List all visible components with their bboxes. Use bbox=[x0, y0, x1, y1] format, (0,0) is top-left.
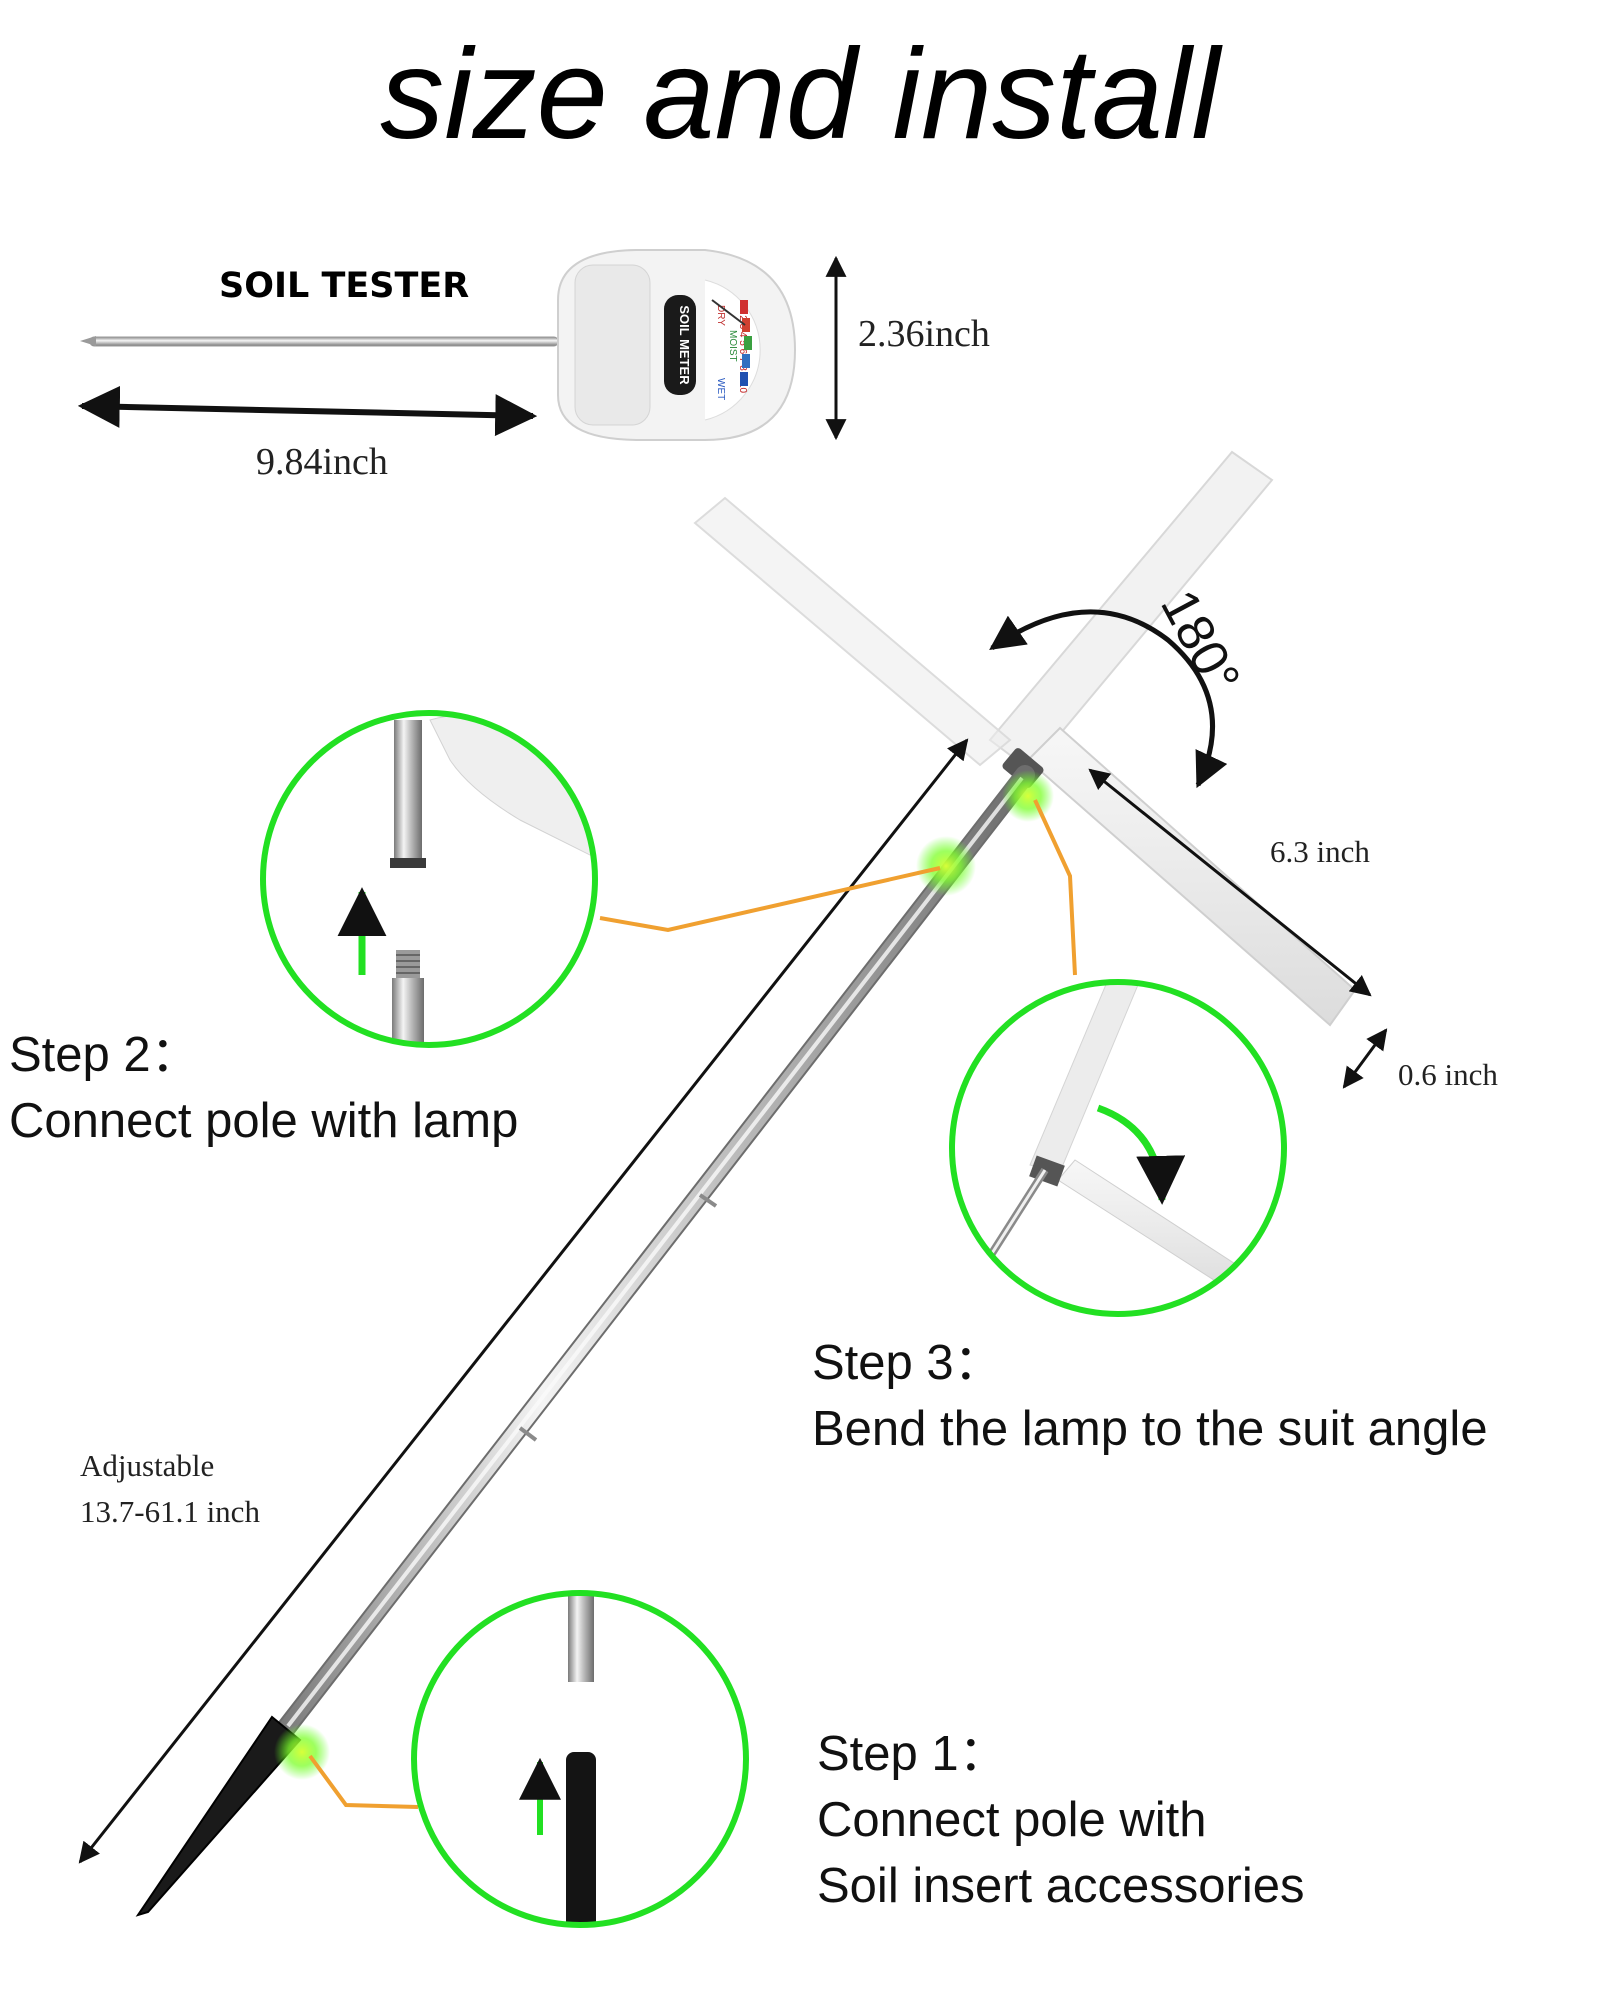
connector-step3 bbox=[1033, 799, 1077, 976]
scale-moist: MOIST bbox=[727, 330, 738, 362]
scale-numbers: 1 2 3 4 5 6 7 8 9 10 bbox=[737, 307, 748, 394]
telescopic-pole bbox=[273, 765, 1035, 1742]
step1-text: Step 1： Connect pole with Soil insert ac… bbox=[817, 1721, 1304, 1919]
step1-detail-circle bbox=[411, 1590, 749, 1928]
adjustable-range: 13.7-61.1 inch bbox=[80, 1494, 260, 1529]
step1-line2: Soil insert accessories bbox=[817, 1859, 1305, 1913]
rotation-label: 180° bbox=[1149, 581, 1251, 703]
step2-heading: Step 2： bbox=[9, 1028, 200, 1082]
step3-heading: Step 3： bbox=[812, 1336, 1003, 1390]
tester-height-label: 2.36inch bbox=[858, 313, 990, 355]
lamp-panel-upper bbox=[988, 450, 1274, 772]
step2-line1: Connect pole with lamp bbox=[9, 1094, 519, 1148]
step2-detail-circle bbox=[260, 710, 598, 1048]
soil-meter-label: SOIL METER bbox=[677, 305, 692, 385]
step3-text: Step 3： Bend the lamp to the suit angle bbox=[812, 1330, 1488, 1462]
soil-tester-illustration: SOIL METER 1 2 3 4 5 6 7 8 9 10 DRY MOIS… bbox=[80, 249, 797, 441]
arm-width-label: 0.6 inch bbox=[1398, 1057, 1498, 1092]
dial-needle-icon bbox=[711, 299, 746, 326]
lamp-panel-main bbox=[1026, 726, 1357, 1027]
glow-point-step2 bbox=[916, 836, 976, 896]
connector-step1 bbox=[308, 1754, 419, 1809]
step3-detail-circle bbox=[949, 979, 1287, 1317]
step3-line1: Bend the lamp to the suit angle bbox=[812, 1402, 1488, 1456]
arm-length-label: 6.3 inch bbox=[1270, 834, 1370, 869]
scale-dry: DRY bbox=[715, 305, 726, 326]
arm-length-arrow bbox=[1088, 768, 1372, 997]
adjustable-text: Adjustable bbox=[80, 1448, 215, 1483]
tester-length-arrow bbox=[77, 385, 538, 437]
arm-width-arrow bbox=[1342, 1028, 1388, 1089]
rotation-arrow bbox=[989, 609, 1228, 789]
lamp-panel-left bbox=[693, 496, 1012, 767]
tester-length-label: 9.84inch bbox=[256, 441, 388, 483]
step1-heading: Step 1： bbox=[817, 1727, 1008, 1781]
pole-adjustable-label: Adjustable 13.7-61.1 inch bbox=[80, 1443, 260, 1535]
step2-text: Step 2： Connect pole with lamp bbox=[9, 1022, 518, 1154]
glow-point-step3 bbox=[1002, 770, 1054, 822]
pole-length-arrow bbox=[78, 738, 969, 1864]
connector-step2 bbox=[599, 866, 941, 933]
scale-wet: WET bbox=[715, 378, 726, 400]
page-title: size and install bbox=[380, 23, 1220, 166]
soil-tester-label: SOIL TESTER bbox=[219, 266, 470, 306]
dial-bars-icon bbox=[740, 300, 752, 386]
step1-line1: Connect pole with bbox=[817, 1793, 1207, 1847]
bend-arrow-icon bbox=[1096, 1104, 1186, 1205]
